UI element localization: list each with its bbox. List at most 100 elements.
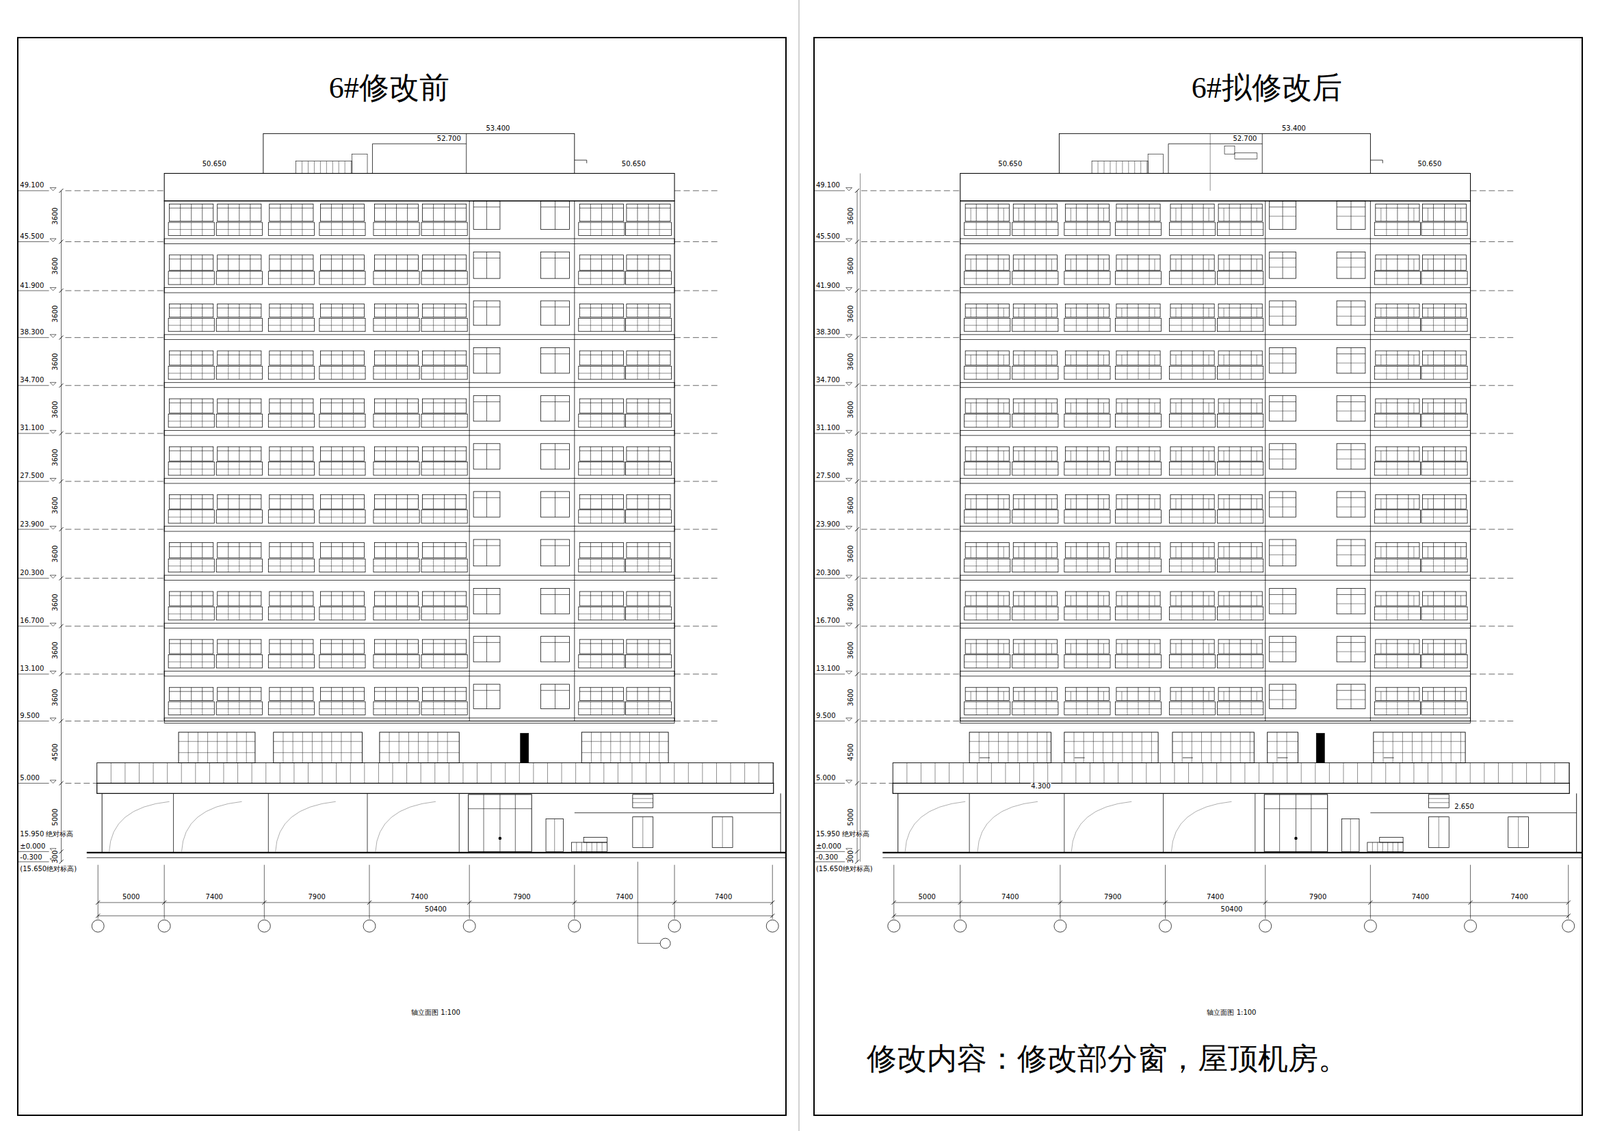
outline-rect: [1269, 300, 1297, 326]
outline-rect: [373, 271, 420, 285]
drawing-line: [292, 732, 294, 764]
drawing-line: [1192, 255, 1193, 271]
drawing-line: [385, 255, 386, 271]
drawing-line: [1444, 350, 1445, 366]
drawing-line: [861, 385, 961, 386]
drawing-line: [331, 350, 332, 366]
drawing-line: [674, 337, 720, 338]
level-mark: [846, 623, 853, 626]
drawing-line: [636, 350, 638, 366]
drawing-line: [1454, 462, 1456, 476]
drawing-line: [389, 732, 390, 764]
drawing-line: [1045, 271, 1047, 285]
drawing-line: [1269, 306, 1297, 308]
outline-rect: [217, 303, 262, 317]
drawing-line: [861, 241, 961, 243]
drawing-line: [647, 542, 649, 558]
drawing-line: [636, 494, 638, 509]
outline-rect: [964, 510, 1011, 524]
drawing-line: [1126, 494, 1128, 509]
drawing-line: [1045, 398, 1047, 414]
drawing-line: [1433, 446, 1434, 462]
drawing-line: [674, 625, 720, 627]
drawing-line: [1045, 365, 1047, 379]
drawing-line: [612, 655, 613, 669]
outline-rect: [579, 494, 624, 509]
drawing-line: [1229, 462, 1230, 476]
drawing-line: [1076, 446, 1077, 462]
drawing-line: [447, 732, 449, 764]
outline-rect: [1170, 446, 1215, 462]
outline-rect: [216, 462, 262, 476]
drawing-line: [1336, 458, 1366, 460]
drawing-line: [301, 655, 303, 669]
drawing-line: [1282, 201, 1284, 230]
drawing-line: [1229, 222, 1230, 236]
drawing-line: [1076, 271, 1077, 285]
drawing-line: [647, 687, 649, 701]
drawing-line: [385, 639, 386, 654]
drawing-line: [385, 591, 386, 607]
drawing-line: [987, 350, 988, 366]
drawing-line: [238, 303, 240, 317]
drawing-line: [194, 763, 196, 784]
drawing-line: [1018, 259, 1020, 271]
outline-rect: [319, 271, 366, 285]
drawing-line: [1086, 303, 1088, 317]
drawing-line: [249, 701, 251, 715]
drawing-line: [590, 701, 592, 715]
drawing-line: [249, 398, 251, 414]
outline-rect: [164, 526, 675, 532]
drawing-line: [617, 763, 619, 784]
drawing-line: [1251, 365, 1252, 379]
outline-rect: [626, 350, 671, 366]
outline-rect: [319, 318, 366, 332]
drawing-line: [1181, 350, 1183, 366]
drawing-line: [647, 655, 649, 669]
drawing-line: [1385, 255, 1387, 271]
drawing-line: [647, 701, 649, 715]
drawing-line: [273, 752, 363, 754]
drawing-line: [1407, 303, 1409, 317]
drawing-line: [385, 701, 386, 715]
drawing-line: [1444, 446, 1445, 462]
drawing-line: [554, 300, 556, 326]
drawing-line: [1223, 207, 1225, 221]
drawing-line: [603, 763, 605, 784]
drawing-line: [612, 462, 613, 476]
drawing-line: [1470, 720, 1516, 722]
drawing-line: [1251, 303, 1252, 317]
drawing-line: [998, 414, 999, 428]
outline-rect: [164, 718, 675, 724]
drawing-line: [1208, 207, 1210, 221]
outline-rect: [296, 161, 353, 174]
drawing-line: [554, 491, 556, 518]
drawing-line: [688, 763, 689, 784]
drawing-line: [1470, 673, 1516, 675]
drawing-line: [1051, 402, 1053, 414]
drawing-line: [1192, 494, 1193, 509]
drawing-line: [554, 348, 556, 374]
outline-rect: [168, 271, 215, 285]
drawing-line: [659, 365, 661, 379]
drawing-line: [590, 591, 592, 607]
drawing-line: [636, 542, 638, 558]
drawing-line: [18, 673, 50, 675]
drawing-line: [601, 591, 602, 607]
drawing-line: [433, 558, 434, 572]
drawing-line: [814, 578, 845, 579]
drawing-line: [331, 591, 332, 607]
drawing-line: [18, 578, 50, 579]
drawing-line: [1051, 207, 1053, 221]
drawing-line: [1223, 450, 1225, 462]
outline-rect: [1170, 398, 1215, 414]
level-mark: [49, 334, 57, 338]
drawing-line: [290, 303, 292, 317]
drawing-line: [443, 606, 445, 620]
drawing-line: [331, 701, 332, 715]
drawing-line: [1103, 355, 1105, 366]
drawing-line: [1251, 494, 1252, 509]
drawing-line: [352, 494, 354, 509]
drawing-line: [1034, 255, 1036, 271]
outline-rect: [1169, 271, 1215, 285]
